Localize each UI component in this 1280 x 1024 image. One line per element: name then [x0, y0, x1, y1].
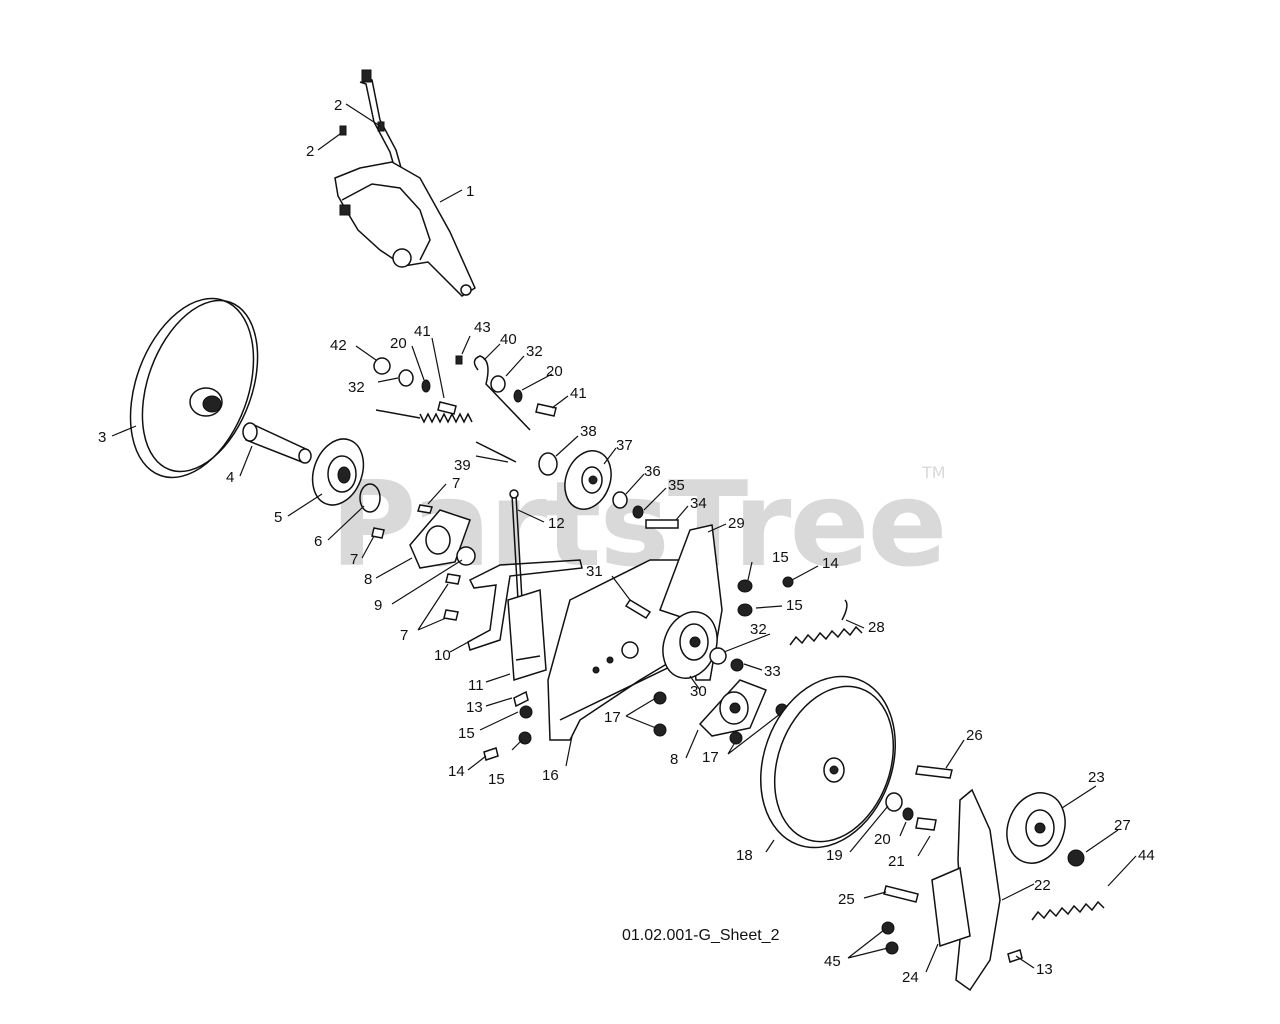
callout-labels: 1 2 2 3 4 5 6 7 7 7 8 8 9 10 11 12 13 13… [98, 97, 1155, 986]
callout-label: 19 [826, 847, 843, 864]
part-bushing-38 [538, 452, 558, 476]
callout-label: 6 [314, 533, 322, 550]
part-bolts-7 [371, 504, 461, 621]
part-spring-39 [375, 409, 517, 463]
callout-label: 20 [390, 335, 407, 352]
callout-label: 21 [888, 853, 905, 870]
callout-label: 10 [434, 647, 451, 664]
part-spring-28 [789, 599, 863, 646]
part-snap-ring [359, 483, 381, 513]
callout-label: 23 [1088, 769, 1105, 786]
callout-label: 38 [580, 423, 597, 440]
diagram-caption: 01.02.001-G_Sheet_2 [622, 927, 780, 944]
callout-label: 17 [604, 709, 621, 726]
callout-label: 39 [454, 457, 471, 474]
callout-label: 7 [452, 475, 460, 492]
leader-lines [111, 103, 1137, 973]
part-bolt-34 [645, 519, 679, 529]
callout-label: 36 [644, 463, 661, 480]
part-main-plate [547, 559, 691, 741]
callout-label: 29 [728, 515, 745, 532]
callout-label: 8 [364, 571, 372, 588]
callout-label: 9 [374, 597, 382, 614]
callout-label: 14 [448, 763, 465, 780]
callout-label: 40 [500, 331, 517, 348]
callout-label: 14 [822, 555, 839, 572]
part-small-hardware-mid [483, 576, 794, 761]
callout-label: 28 [868, 619, 885, 636]
callout-label: 35 [668, 477, 685, 494]
callout-label: 15 [488, 771, 505, 788]
callout-label: 42 [330, 337, 347, 354]
callout-label: 45 [824, 953, 841, 970]
callout-label: 7 [400, 627, 408, 644]
part-bearing-flange-lower [698, 679, 767, 737]
callout-label: 32 [526, 343, 543, 360]
part-bearing-flange-upper [409, 509, 471, 569]
part-small-hardware-low [885, 765, 953, 831]
part-bolt-25 [883, 885, 919, 903]
part-nut-35 [632, 505, 644, 519]
part-screw-13b [1007, 949, 1023, 963]
callout-label: 20 [546, 363, 563, 380]
part-spring-44 [1031, 900, 1105, 921]
part-idler-pulley-23 [1006, 792, 1066, 864]
callout-label: 16 [542, 767, 559, 784]
callout-label: 30 [690, 683, 707, 700]
callout-label: 13 [466, 699, 483, 716]
callout-label: 27 [1114, 817, 1131, 834]
callout-label: 11 [468, 677, 484, 694]
callout-label: 41 [570, 385, 587, 402]
callout-label: 2 [334, 97, 342, 114]
callout-label: 44 [1138, 847, 1155, 864]
watermark-trademark: TM [921, 463, 946, 482]
callout-label: 25 [838, 891, 855, 908]
part-disc [129, 297, 259, 479]
callout-label: 15 [772, 549, 789, 566]
part-nut-27 [1067, 849, 1085, 867]
callout-label: 43 [474, 319, 491, 336]
part-pulley-37 [564, 450, 612, 510]
part-shaft [242, 422, 312, 464]
part-rod-40 [473, 355, 531, 431]
callout-label: 12 [548, 515, 565, 532]
callout-label: 2 [306, 143, 314, 160]
callout-label: 4 [226, 469, 234, 486]
callout-label: 8 [670, 751, 678, 768]
callout-label: 32 [348, 379, 365, 396]
callout-label: 18 [736, 847, 753, 864]
callout-label: 32 [750, 621, 767, 638]
callout-label: 33 [764, 663, 781, 680]
part-lever-assembly [334, 69, 476, 297]
callout-label: 15 [786, 597, 803, 614]
part-bracket-11 [507, 589, 547, 681]
part-large-pulley [759, 675, 897, 849]
part-flange-housing [311, 438, 365, 506]
callout-label: 26 [966, 727, 983, 744]
part-washer-36 [612, 491, 628, 509]
callout-label: 5 [274, 509, 282, 526]
callout-label: 24 [902, 969, 919, 986]
callout-label: 15 [458, 725, 475, 742]
part-bracket-24 [931, 866, 971, 948]
part-small-hardware-top [373, 355, 557, 417]
callout-label: 3 [98, 429, 106, 446]
callout-label: 37 [616, 437, 633, 454]
part-washer [456, 546, 476, 566]
callout-label: 17 [702, 749, 719, 766]
callout-label: 31 [586, 563, 603, 580]
callout-label: 13 [1036, 961, 1053, 978]
callout-label: 1 [466, 183, 474, 200]
callout-label: 34 [690, 495, 707, 512]
callout-label: 20 [874, 831, 891, 848]
callout-label: 7 [350, 551, 358, 568]
callout-label: 41 [414, 323, 431, 340]
callout-label: 22 [1034, 877, 1051, 894]
